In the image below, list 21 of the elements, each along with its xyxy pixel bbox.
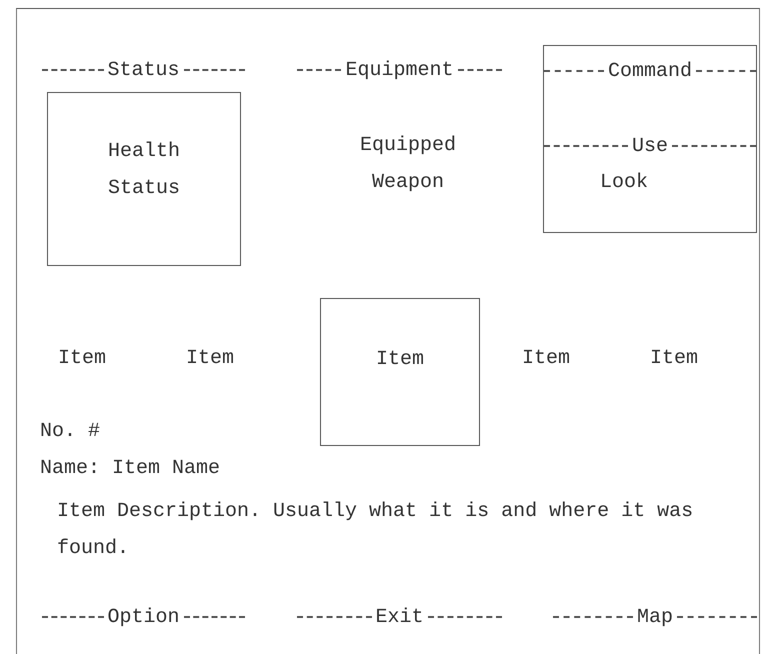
status-panel (47, 92, 241, 266)
menu-option: Exit (372, 606, 428, 628)
item-label: Item (374, 347, 425, 373)
section-heading: Status (106, 58, 181, 82)
menu-option: Option (104, 606, 184, 628)
item-description: Item Description. Usually what it is and where it was found. (57, 499, 694, 562)
item-label: Item (522, 346, 570, 372)
equipment-text: Equipped Weapon (358, 133, 457, 196)
menu-option: Map (633, 606, 678, 628)
item-label: Item (186, 346, 234, 372)
item-name: Name: Item Name (40, 456, 220, 482)
panel-text: Health Status (106, 139, 181, 202)
selected-item-slot (320, 298, 480, 446)
menu-option: Look (600, 170, 648, 196)
item-label: Item (58, 346, 106, 372)
section-heading: Equipment (344, 58, 455, 82)
menu-heading: Command (607, 60, 694, 82)
item-number: No. # (40, 419, 100, 445)
item-label: Item (650, 346, 698, 372)
command-menu (543, 45, 757, 233)
menu-option: Use (628, 134, 672, 158)
